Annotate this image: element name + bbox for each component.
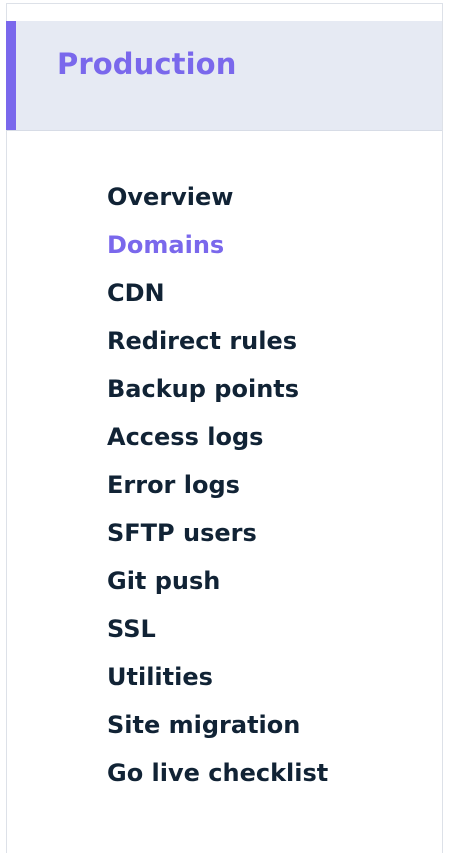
nav-item-utilities[interactable]: Utilities	[107, 663, 213, 691]
nav-item-access-logs[interactable]: Access logs	[107, 423, 264, 451]
nav-item-domains[interactable]: Domains	[107, 231, 225, 259]
nav-item-backup-points[interactable]: Backup points	[107, 375, 300, 403]
nav-item-error-logs[interactable]: Error logs	[107, 471, 240, 499]
nav-item-cdn[interactable]: CDN	[107, 279, 165, 307]
nav-item-sftp-users[interactable]: SFTP users	[107, 519, 257, 547]
nav-item-redirect-rules[interactable]: Redirect rules	[107, 327, 298, 355]
environment-title: Production	[57, 47, 237, 81]
sidebar-nav: Overview Domains CDN Redirect rules Back…	[107, 175, 328, 799]
nav-item-overview[interactable]: Overview	[107, 183, 234, 211]
nav-item-site-migration[interactable]: Site migration	[107, 711, 301, 739]
header-accent-bar	[6, 21, 16, 130]
environment-sidebar: Production Overview Domains CDN Redirect…	[6, 3, 443, 853]
nav-item-git-push[interactable]: Git push	[107, 567, 221, 595]
environment-header: Production	[6, 21, 442, 131]
nav-item-ssl[interactable]: SSL	[107, 615, 156, 643]
nav-item-go-live-checklist[interactable]: Go live checklist	[107, 759, 329, 787]
